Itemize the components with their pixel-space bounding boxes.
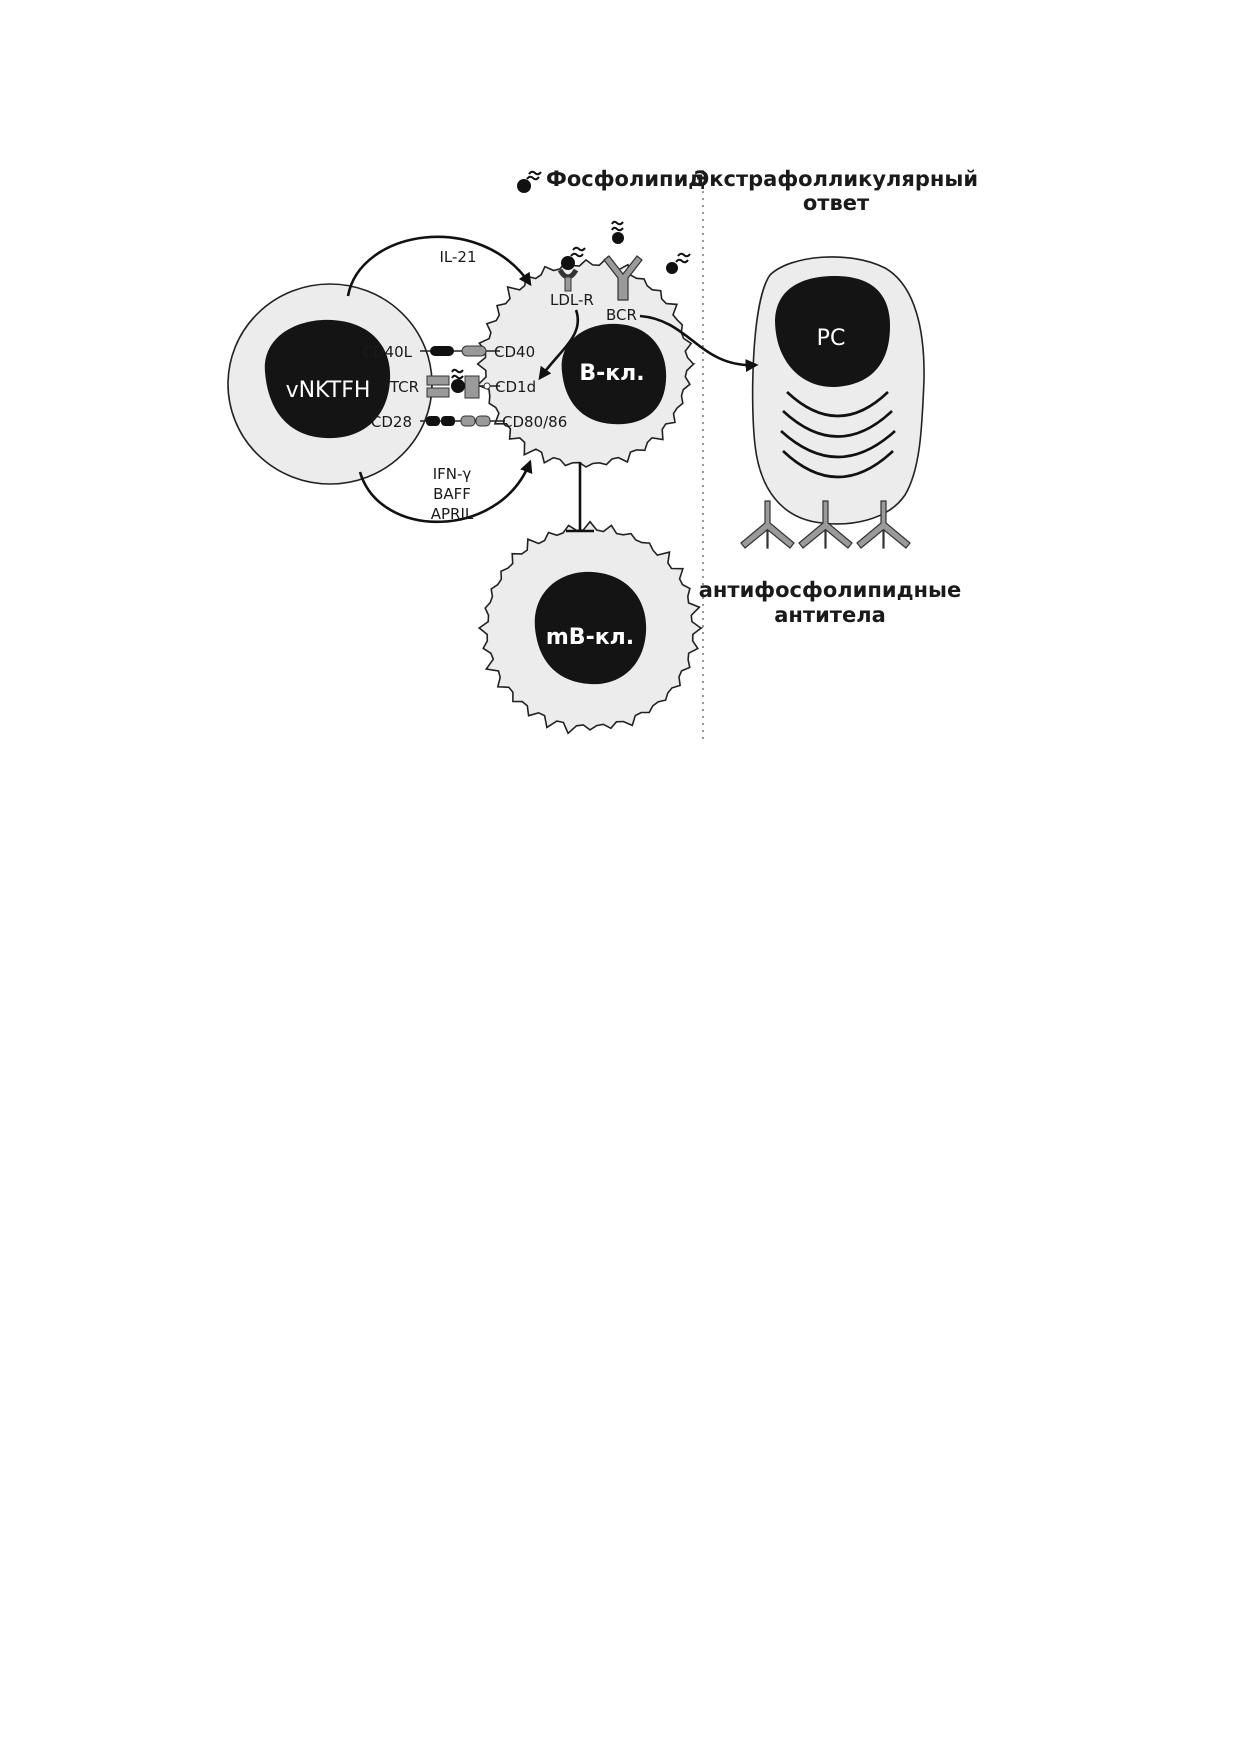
vnktfh-cell <box>227 283 433 485</box>
bcell <box>476 255 696 468</box>
ldlr-receptor <box>557 246 586 292</box>
ldlr-internalization-arrow <box>538 309 580 381</box>
tcr-label: TCR <box>389 378 419 396</box>
antibodies-label-line2: антитела <box>774 603 886 627</box>
plasma-cell <box>751 256 925 525</box>
antibody-2 <box>798 500 853 549</box>
cd40-label: CD40 <box>494 343 535 361</box>
cd28-cd80-bond <box>420 415 505 427</box>
ifn-baff-april-arrow <box>358 459 533 524</box>
tcr-cd1d-complex <box>426 368 500 399</box>
cd40l-label: CD40L <box>363 343 413 361</box>
cd40l-cd40-bond <box>420 345 500 357</box>
bcr-receptor <box>603 220 691 301</box>
il21-label: IL-21 <box>439 248 476 266</box>
bcr-to-pc-arrow <box>639 314 759 373</box>
ifn-label: IFN-γ <box>433 465 472 483</box>
extrafollicular-subtitle: ответ <box>803 191 870 215</box>
memory-bcell <box>477 520 704 735</box>
phospholipid-legend-icon <box>517 170 542 193</box>
april-label: APRIL <box>431 505 474 523</box>
secreted-antibodies <box>740 500 911 549</box>
pc-label: PC <box>817 326 846 351</box>
inhibition-to-mbcell <box>566 462 594 533</box>
vnktfh-label: vNKTFH <box>286 378 371 403</box>
baff-label: BAFF <box>433 485 471 503</box>
cd1d-label: CD1d <box>495 378 536 396</box>
il21-arrow <box>346 235 532 297</box>
ldlr-label: LDL-R <box>550 291 594 309</box>
phospholipid-legend-label: Фосфолипид <box>546 167 705 191</box>
bcr-label: BCR <box>606 306 637 324</box>
bcell-label: B-кл. <box>579 361 644 386</box>
mbcell-label: mB-кл. <box>546 625 634 650</box>
antibody-1 <box>740 500 795 549</box>
cd28-label: CD28 <box>371 413 412 431</box>
antibody-3 <box>856 500 911 549</box>
extrafollicular-title: Экстрафолликулярный <box>694 167 978 191</box>
antibodies-label-line1: антифосфолипидные <box>699 578 962 602</box>
cd80-86-label: CD80/86 <box>502 413 567 431</box>
